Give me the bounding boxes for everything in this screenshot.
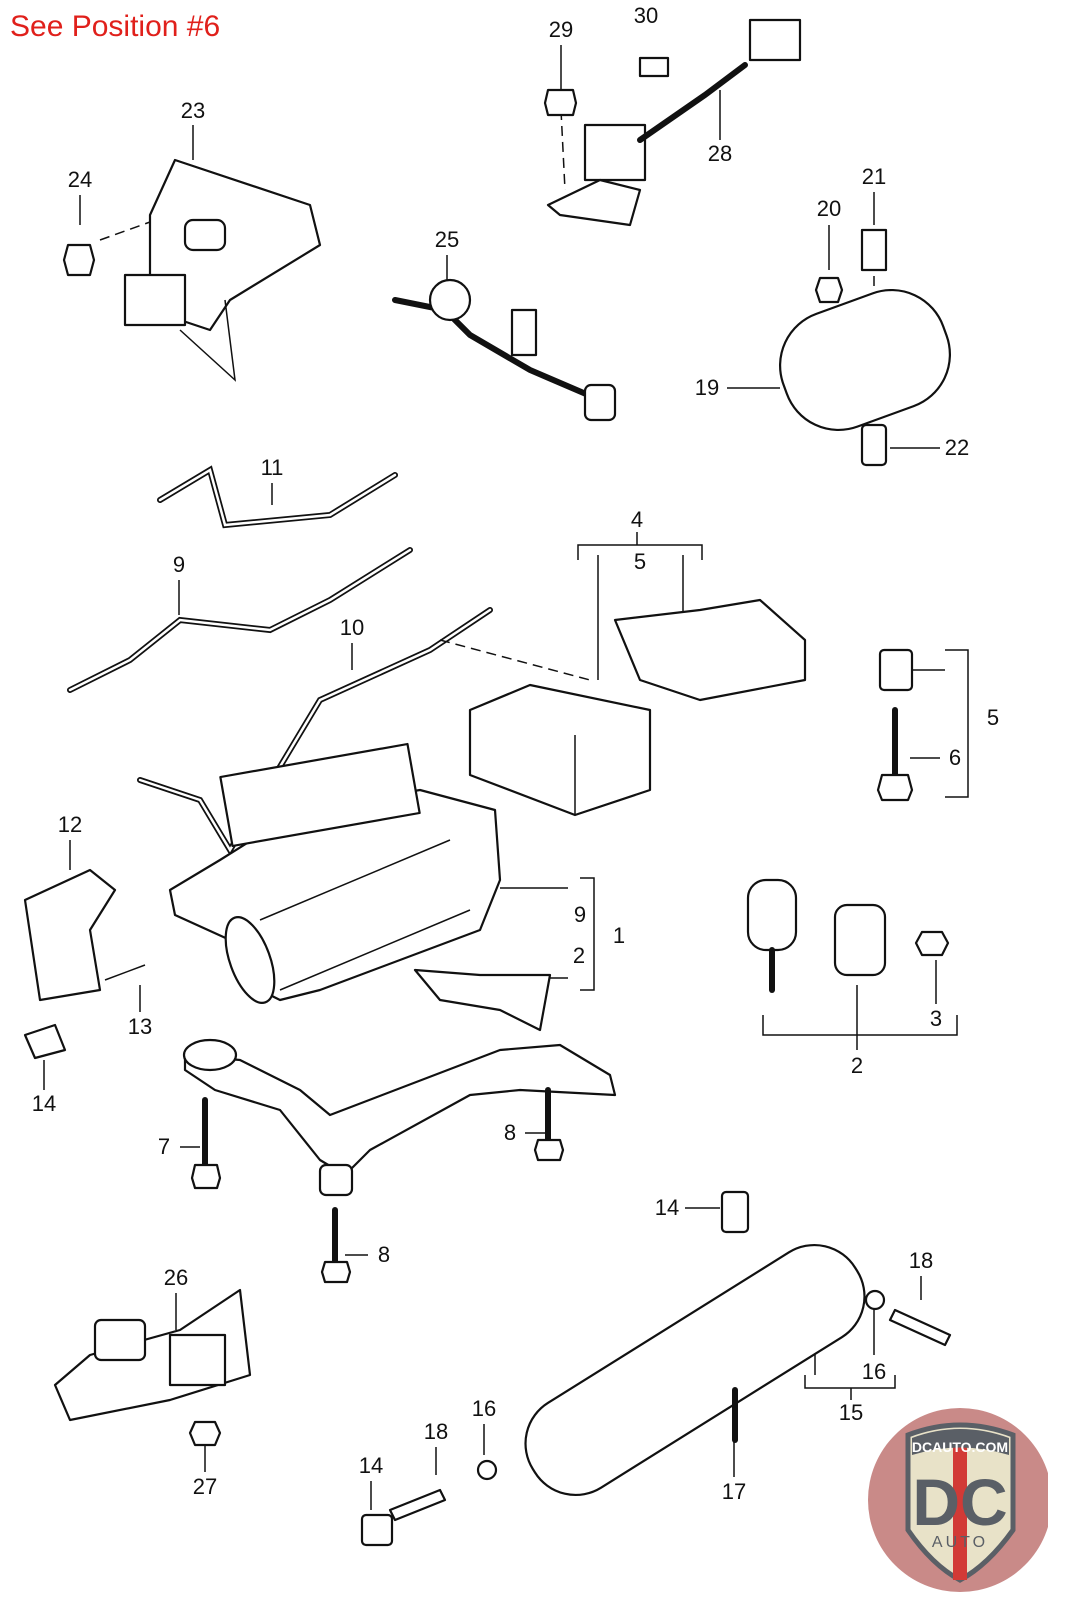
callout-12: 12 xyxy=(57,812,83,837)
callout-23: 23 xyxy=(180,98,206,123)
callout-18: 18 xyxy=(908,1248,934,1273)
solenoid-26 xyxy=(53,1288,252,1447)
crossmember-1 xyxy=(182,968,617,1197)
callout-3: 3 xyxy=(929,1006,943,1031)
callout-18b: 18 xyxy=(423,1419,449,1444)
relay-box-4 xyxy=(468,598,807,817)
callout-21: 21 xyxy=(861,164,887,189)
callout-28: 28 xyxy=(707,141,733,166)
callout-24: 24 xyxy=(67,167,93,192)
callout-14c: 14 xyxy=(358,1453,384,1478)
reservoir-19 xyxy=(778,228,952,467)
callout-17: 17 xyxy=(721,1479,747,1504)
callout-26: 26 xyxy=(163,1265,189,1290)
callout-16b: 16 xyxy=(471,1396,497,1421)
callout-5b: 5 xyxy=(986,705,1000,730)
accumulator-15 xyxy=(360,1190,952,1547)
callout-2b: 2 xyxy=(850,1053,864,1078)
callout-27: 27 xyxy=(192,1474,218,1499)
see-position-note: See Position #6 xyxy=(10,10,221,43)
callout-1: 1 xyxy=(612,923,626,948)
compressor-1 xyxy=(168,742,502,1004)
callout-7: 7 xyxy=(157,1134,171,1159)
svg-text:DCAUTO.COM: DCAUTO.COM xyxy=(912,1439,1008,1455)
callout-11: 11 xyxy=(260,455,284,480)
callout-8: 8 xyxy=(503,1120,517,1145)
svg-text:DC: DC xyxy=(912,1465,1007,1539)
callout-9b: 9 xyxy=(573,902,587,927)
callout-8b: 8 xyxy=(377,1242,391,1267)
callout-14: 14 xyxy=(31,1091,57,1116)
bracket-23 xyxy=(62,158,322,382)
callout-15: 15 xyxy=(838,1400,864,1425)
callout-29: 29 xyxy=(548,17,574,42)
callout-14b: 14 xyxy=(654,1195,680,1220)
callout-9: 9 xyxy=(172,552,186,577)
pressure-sensor-25 xyxy=(392,278,617,422)
callout-25: 25 xyxy=(434,227,460,252)
callout-5: 5 xyxy=(633,549,647,574)
callout-16: 16 xyxy=(861,1359,887,1384)
mounts-2-3 xyxy=(746,878,950,993)
callout-10: 10 xyxy=(339,615,365,640)
callout-2: 2 xyxy=(572,943,586,968)
callout-19: 19 xyxy=(694,375,720,400)
callout-13: 13 xyxy=(127,1014,153,1039)
bolts-7-8 xyxy=(190,1087,565,1284)
callout-6: 6 xyxy=(948,745,962,770)
screws-5-6 xyxy=(876,648,914,802)
valve-block-28 xyxy=(543,18,802,227)
callout-20: 20 xyxy=(816,196,842,221)
callout-30: 30 xyxy=(633,3,659,28)
callout-22: 22 xyxy=(944,435,970,460)
bracket-12 xyxy=(23,868,146,1060)
svg-text:AUTO: AUTO xyxy=(932,1534,988,1551)
callout-4: 4 xyxy=(630,507,644,532)
dcauto-logo: DCAUTO.COM DC AUTO xyxy=(868,1408,1048,1592)
